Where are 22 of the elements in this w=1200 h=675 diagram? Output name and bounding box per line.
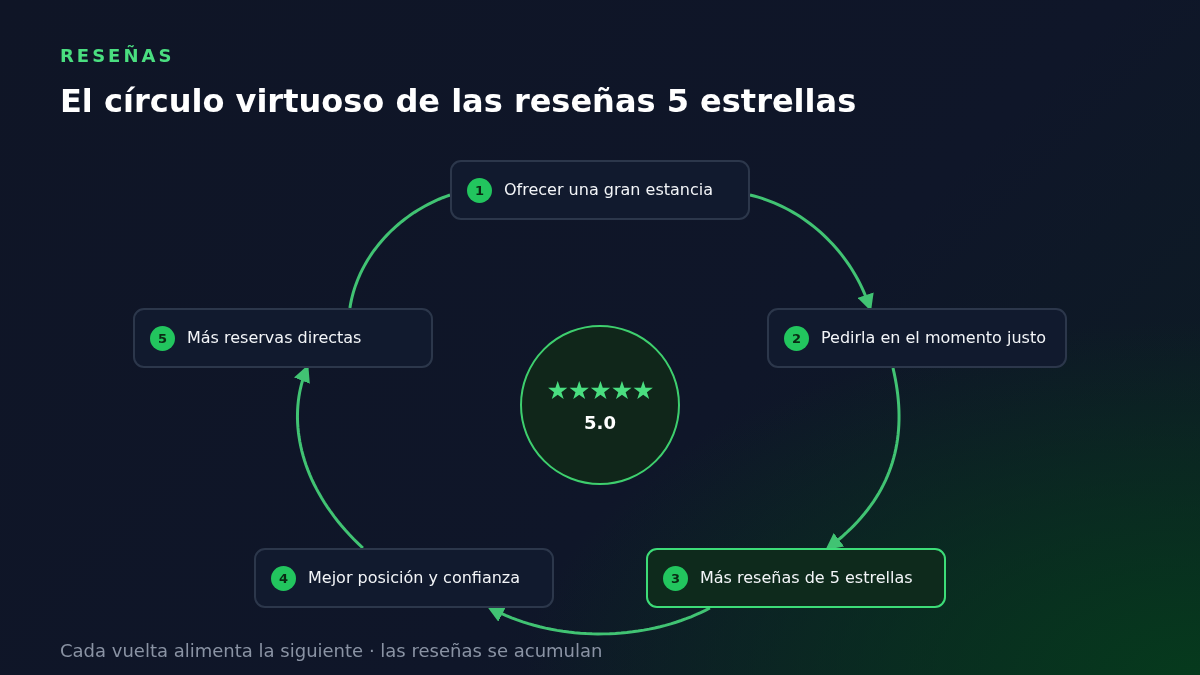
section-label: RESEÑAS: [60, 45, 175, 67]
step-label: Ofrecer una gran estancia: [504, 180, 713, 200]
arrow: [487, 606, 711, 636]
step-label: Más reseñas de 5 estrellas: [700, 568, 913, 588]
step-number: 2: [784, 325, 809, 351]
step-card: [767, 308, 1067, 368]
step-label: Mejor posición y confianza: [308, 568, 521, 588]
step-card: [646, 548, 946, 608]
arrow: [825, 367, 901, 551]
step-number: 5: [150, 325, 175, 351]
step-card: [133, 308, 433, 368]
star-rating: ★★★★★: [546, 376, 654, 404]
step-number: 4: [271, 565, 296, 591]
step-card: [450, 160, 750, 220]
caption: Cada vuelta alimenta la siguiente · las reseñas se acumulan: [60, 640, 603, 661]
title: El círculo virtuoso de las reseñas 5 estrellas: [60, 81, 857, 121]
step-card: [254, 548, 554, 608]
step-number: 1: [467, 177, 492, 203]
step-number: 3: [663, 565, 688, 591]
step-label: Pedirla en el momento justo: [821, 328, 1046, 348]
rating-score: 5.0: [584, 411, 616, 434]
step-label: Más reservas directas: [187, 328, 362, 348]
